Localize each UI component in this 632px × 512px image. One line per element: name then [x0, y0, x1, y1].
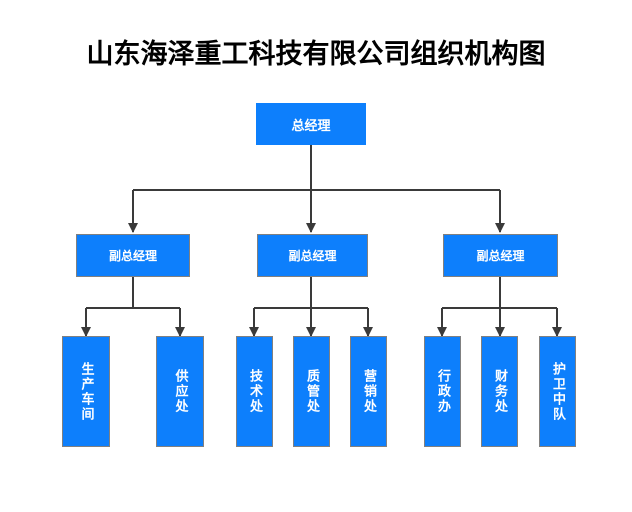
node-deputy-gm-2[interactable]: 副总经理 [257, 234, 368, 277]
node-finance-department[interactable]: 财务处 [481, 336, 518, 447]
node-finance-department-label: 财务处 [492, 369, 507, 414]
node-security-squad[interactable]: 护卫中队 [539, 336, 576, 447]
node-quality-management-department[interactable]: 质管处 [293, 336, 330, 447]
node-production-workshop-label: 生产车间 [78, 361, 94, 422]
node-supply-department[interactable]: 供应处 [156, 336, 204, 447]
node-quality-management-department-label: 质管处 [304, 369, 319, 414]
node-technology-department-label: 技术处 [247, 369, 262, 414]
node-deputy-gm-3[interactable]: 副总经理 [443, 234, 558, 277]
node-marketing-department-label: 营销处 [361, 369, 376, 414]
node-deputy-gm-1[interactable]: 副总经理 [76, 234, 190, 277]
node-marketing-department[interactable]: 营销处 [350, 336, 387, 447]
node-security-squad-label: 护卫中队 [550, 361, 565, 422]
node-general-manager[interactable]: 总经理 [256, 103, 366, 145]
node-administrative-office-label: 行政办 [435, 369, 450, 414]
node-administrative-office[interactable]: 行政办 [424, 336, 461, 447]
node-production-workshop[interactable]: 生产车间 [62, 336, 110, 447]
node-technology-department[interactable]: 技术处 [236, 336, 273, 447]
page-title: 山东海泽重工科技有限公司组织机构图 [86, 39, 546, 70]
node-supply-department-label: 供应处 [172, 369, 188, 414]
